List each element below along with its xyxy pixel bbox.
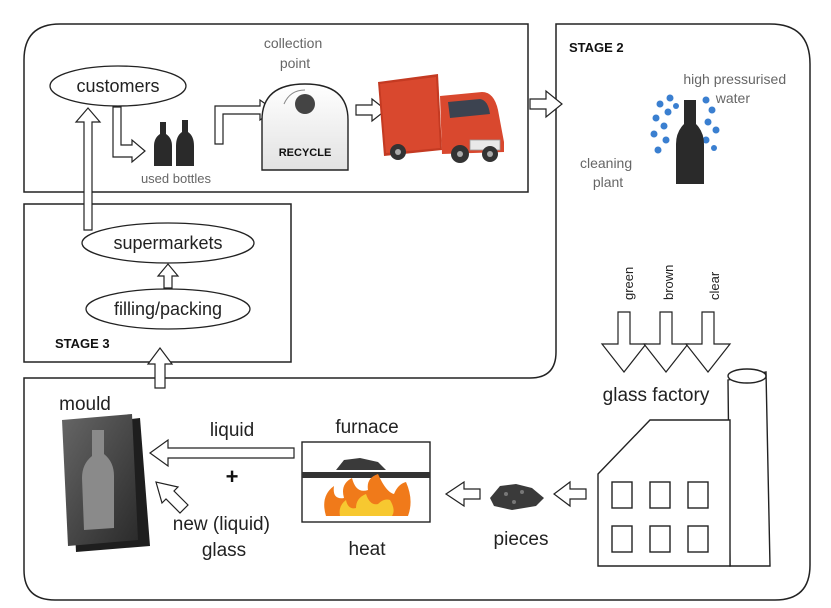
factory-icon [597,368,771,567]
arrow-new-glass-to-mould [155,481,189,514]
recycle-bin-icon: RECYCLE [261,83,349,171]
cleaning-line1: cleaning [580,155,632,171]
collection-point-line1: collection [264,35,322,51]
filling-packing-label: filling/packing [114,299,222,319]
stage1-frame [23,23,529,193]
arrow-supermarkets-to-customers [74,107,102,231]
collection-point-line2: point [280,55,310,71]
arrow-customers-to-bottles [112,106,146,164]
arrow-clear [684,311,732,373]
recycle-label: RECYCLE [279,147,332,159]
glass-factory-label: glass factory [603,385,710,406]
arrow-factory-to-pieces [553,480,587,508]
bottle-icon [154,120,194,166]
water-line1: high pressurised [683,71,786,87]
arrow-green [600,311,648,373]
pieces-label: pieces [494,529,549,550]
arrow-mould-to-filling [146,347,174,389]
high-pressurised-water-label: high pressurised water [683,71,790,106]
glass-pieces-icon [490,484,544,510]
new-glass-line2: glass [202,540,246,561]
mould-icon [62,414,150,552]
cleaning-plant-label: cleaning plant [580,155,636,190]
water-line2: water [715,90,751,106]
stage2-label: STAGE 2 [569,40,624,55]
arrow-bin-to-truck [355,97,387,123]
filling-packing-node [85,288,251,330]
arrow-filling-to-supermarkets [156,263,180,289]
cleaning-bottle-icon [676,100,704,184]
arrow-truck-to-stage2 [529,89,563,119]
plus-sign: + [226,464,239,489]
cleaning-line2: plant [593,174,623,190]
sorting-arrows [600,311,732,373]
arrow-brown [642,311,690,373]
customers-node [49,65,187,107]
water-spray-icon [650,94,720,154]
collection-point-label: collection point [264,35,326,71]
brown-label: brown [661,265,676,300]
clear-label: clear [707,271,722,300]
new-liquid-glass-label: new (liquid) glass [173,514,275,561]
arrow-liquid-to-mould [148,438,295,468]
stage2-frame [23,23,811,601]
used-bottles-label: used bottles [141,171,212,186]
liquid-label: liquid [210,420,254,441]
flame-icon [324,474,411,516]
furnace-label: furnace [335,417,398,438]
stage3-label: STAGE 3 [55,336,110,351]
supermarkets-label: supermarkets [113,233,222,253]
arrow-pieces-to-furnace [444,480,481,508]
customers-label: customers [76,76,159,96]
truck-icon [378,74,504,163]
new-glass-line1: new (liquid) [173,514,270,535]
heat-label: heat [349,539,387,560]
mould-label: mould [59,394,111,415]
supermarkets-node [81,222,255,264]
green-label: green [621,267,636,300]
